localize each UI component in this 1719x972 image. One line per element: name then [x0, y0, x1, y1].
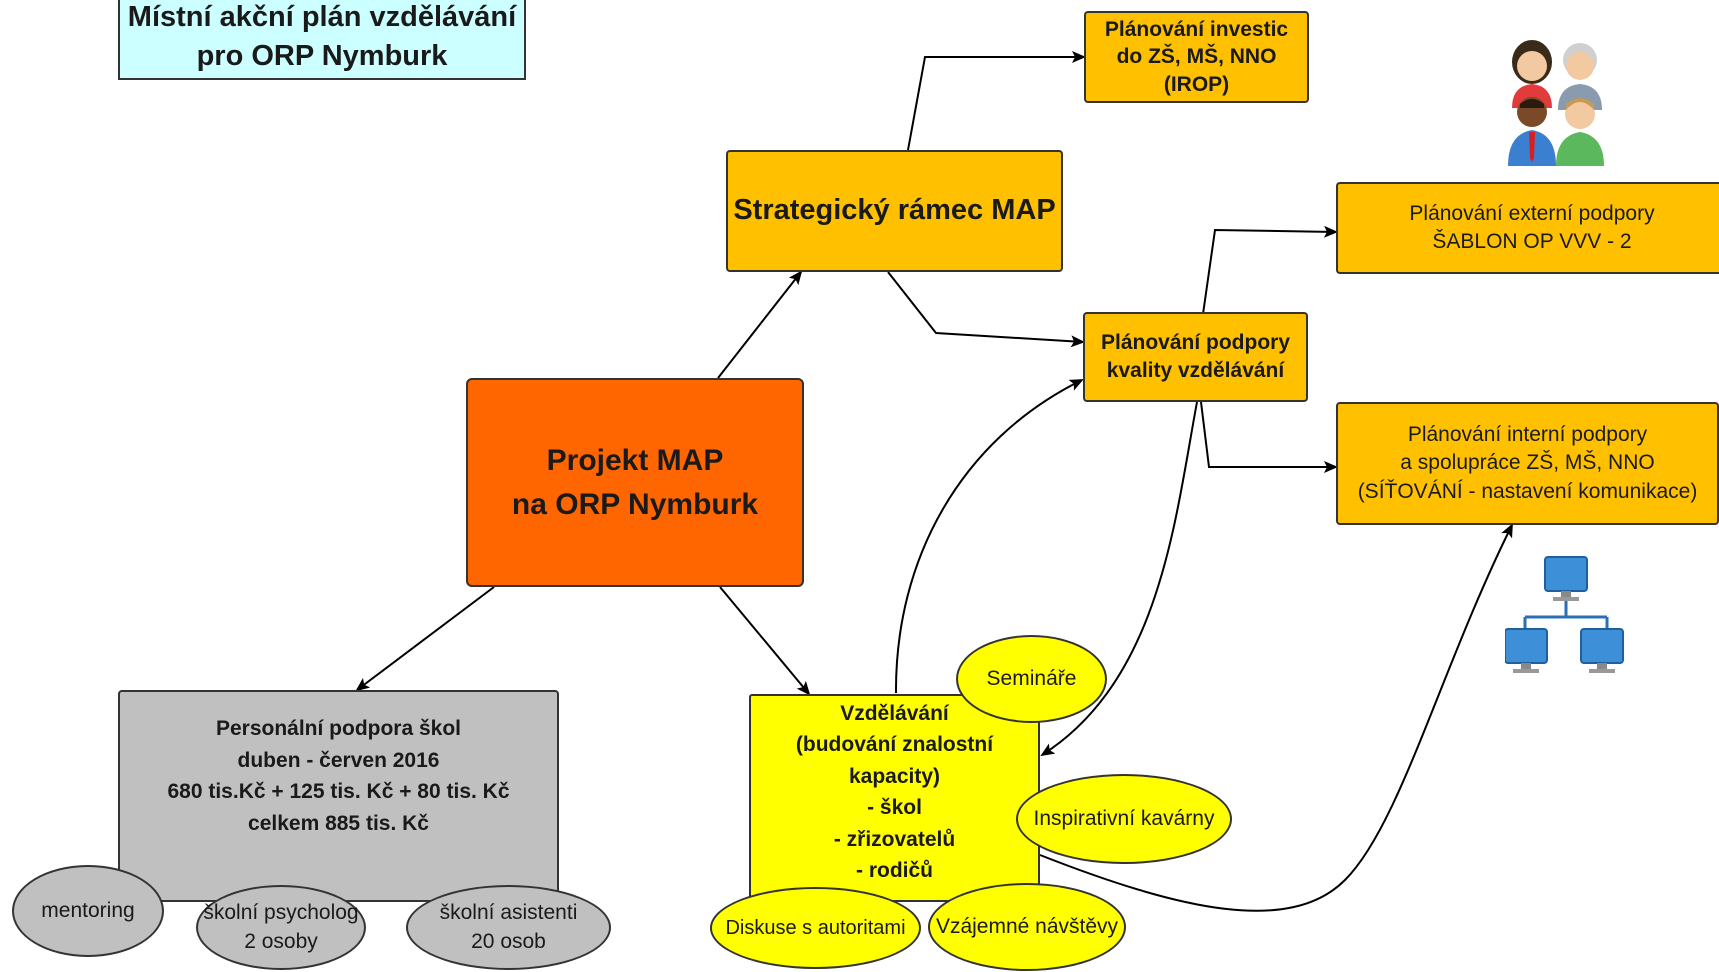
title-line-2: pro ORP Nymburk: [196, 40, 448, 72]
internal-support-box: Plánování interní podpory a spolupráce Z…: [1336, 402, 1719, 525]
computer-network-icon: [1505, 556, 1624, 673]
arrow-project-to-education: [719, 586, 811, 696]
personnel-line-2: duben - červen 2016: [237, 748, 440, 772]
investment-line-3: (IROP): [1163, 72, 1230, 96]
external-line-1: Plánování externí podpory: [1409, 201, 1655, 225]
mentoring-label: mentoring: [41, 898, 135, 922]
quality-line-2: kvality vzdělávání: [1106, 359, 1285, 382]
arrow-strategic-to-quality: [887, 271, 1085, 348]
strategic-label: Strategický rámec MAP: [733, 194, 1056, 227]
education-line-2: (budování znalostní kapacity): [795, 733, 994, 788]
education-line-1: Vzdělávání: [840, 701, 949, 725]
investment-line-2: do ZŠ, MŠ, NNO: [1116, 45, 1277, 69]
arrow-strategic-to-investment: [907, 51, 1086, 151]
cafes-label: Inspirativní kavárny: [1033, 806, 1215, 830]
personnel-line-4: celkem 885 tis. Kč: [248, 811, 429, 835]
strategic-framework-box: Strategický rámec MAP: [726, 150, 1063, 272]
psychologist-line-2: 2 osoby: [244, 929, 318, 953]
education-box: Vzdělávání (budování znalostní kapacity)…: [749, 694, 1040, 902]
title-box: Místní akční plán vzdělávání pro ORP Nym…: [118, 0, 526, 80]
school-psychologist-ellipse: školní psycholog 2 osoby: [196, 885, 366, 970]
seminars-label: Semináře: [986, 666, 1077, 690]
external-support-box: Plánování externí podpory ŠABLON OP VVV …: [1336, 182, 1719, 274]
personnel-line-3: 680 tis.Kč + 125 tis. Kč + 80 tis. Kč: [167, 780, 510, 803]
discussion-ellipse: Diskuse s autoritami: [710, 887, 921, 969]
internal-line-1: Plánování interní podpory: [1407, 422, 1648, 446]
arrow-quality-to-education: [1040, 401, 1198, 757]
inspirational-cafes-ellipse: Inspirativní kavárny: [1016, 774, 1232, 864]
education-line-4: - zřizovatelů: [833, 827, 956, 851]
arrow-quality-to-external: [1202, 225, 1338, 315]
education-line-3: - škol: [867, 796, 922, 819]
arrow-quality-to-internal: [1200, 401, 1338, 473]
investment-planning-box: Plánování investic do ZŠ, MŠ, NNO (IROP): [1084, 11, 1309, 103]
mutual-visits-ellipse: Vzájemné návštěvy: [928, 883, 1126, 971]
people-group-icon: [1508, 40, 1604, 166]
discussion-label: Diskuse s autoritami: [725, 916, 906, 939]
project-line-2: na ORP Nymburk: [511, 487, 759, 521]
assistants-line-1: školní asistenti: [439, 901, 578, 925]
education-line-5: - rodičů: [856, 859, 933, 882]
title-line-1: Místní akční plán vzdělávání: [127, 0, 517, 33]
arrow-education-to-quality: [894, 379, 1084, 694]
arrow-project-to-personnel: [355, 586, 495, 692]
seminars-ellipse: Semináře: [956, 635, 1107, 723]
assistants-line-2: 20 osob: [471, 929, 546, 953]
project-map-box: Projekt MAP na ORP Nymburk: [466, 378, 804, 587]
investment-line-1: Plánování investic: [1104, 18, 1289, 42]
arrow-education-to-internal: [1039, 523, 1513, 912]
internal-line-2: a spolupráce ZŠ, MŠ, NNO: [1400, 451, 1655, 475]
psychologist-line-1: školní psycholog: [203, 901, 359, 925]
personnel-line-1: Personální podpora škol: [215, 717, 462, 740]
quality-line-1: Plánování podpory: [1100, 330, 1291, 354]
quality-support-box: Plánování podpory kvality vzdělávání: [1083, 312, 1308, 402]
personnel-support-box: Personální podpora škol duben - červen 2…: [118, 690, 559, 902]
visits-label: Vzájemné návštěvy: [935, 914, 1119, 938]
arrow-project-to-strategic: [717, 270, 803, 379]
school-assistants-ellipse: školní asistenti 20 osob: [406, 885, 611, 970]
internal-line-3: (SÍŤOVÁNÍ - nastavení komunikace): [1357, 479, 1698, 503]
project-line-1: Projekt MAP: [546, 444, 724, 477]
mentoring-ellipse: mentoring: [12, 865, 164, 957]
external-line-2: ŠABLON OP VVV - 2: [1432, 230, 1632, 253]
